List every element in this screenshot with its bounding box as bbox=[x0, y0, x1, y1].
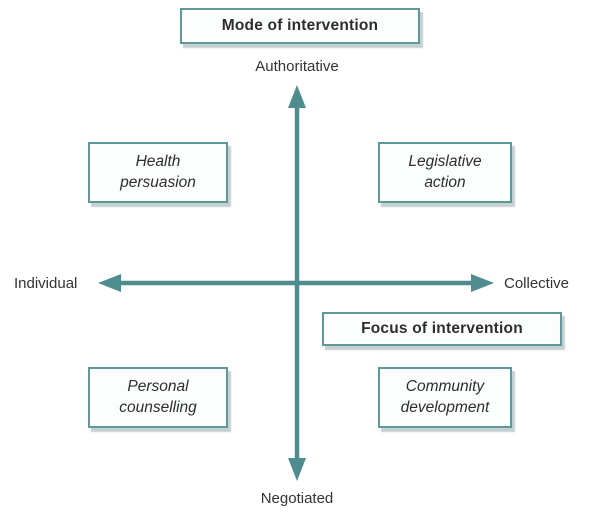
axis-label-authoritative: Authoritative bbox=[255, 58, 339, 75]
quadrant-personal-counselling: Personal counselling bbox=[88, 367, 228, 428]
axis-label-individual: Individual bbox=[14, 275, 78, 292]
axis-label-negotiated: Negotiated bbox=[260, 490, 334, 507]
arrowhead-right-icon bbox=[471, 274, 494, 292]
axis-label-collective: Collective bbox=[504, 275, 570, 292]
arrowhead-left-icon bbox=[98, 274, 121, 292]
mode-of-intervention-title-box: Mode of intervention bbox=[180, 8, 420, 44]
quadrant-health-persuasion: Health persuasion bbox=[88, 142, 228, 203]
arrowhead-down-icon bbox=[288, 458, 306, 481]
quadrant-community-development: Community development bbox=[378, 367, 512, 428]
quadrant-legislative-action: Legislative action bbox=[378, 142, 512, 203]
focus-of-intervention-title-box: Focus of intervention bbox=[322, 312, 562, 346]
arrowhead-up-icon bbox=[288, 85, 306, 108]
